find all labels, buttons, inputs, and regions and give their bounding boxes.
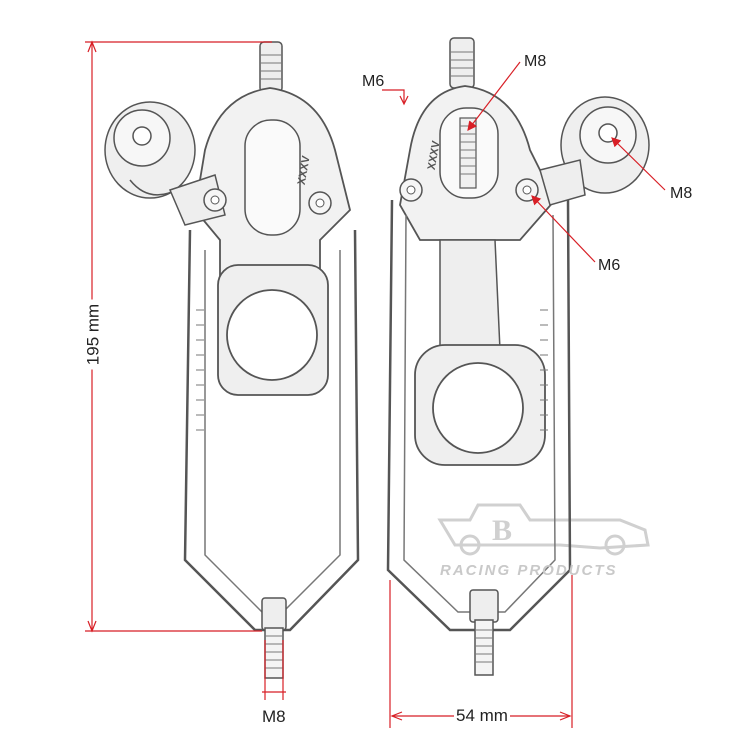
- left-bottom-bolt: [261, 597, 287, 631]
- callout-m6-right: M6: [598, 257, 621, 274]
- callout-m8-top: M8: [524, 53, 547, 70]
- height-dimension-label: 195 mm: [84, 299, 103, 370]
- watermark-logo: B: [437, 503, 650, 556]
- width-dimension-label: 54 mm: [454, 706, 510, 725]
- left-top-bolt: [259, 41, 283, 93]
- right-spool: [560, 96, 650, 194]
- svg-text:B: B: [492, 514, 512, 547]
- watermark-text: RACING PRODUCTS: [440, 562, 618, 579]
- right-bottom-bolt: [469, 589, 499, 623]
- left-spool: [104, 101, 196, 199]
- left-chain-adjuster: [104, 41, 360, 679]
- callout-m8-right: M8: [670, 185, 693, 202]
- right-chain-adjuster: [386, 37, 650, 676]
- right-top-bolt: [449, 37, 475, 89]
- callout-m6-top: M6: [362, 73, 385, 90]
- bottom-bolt-label: M8: [262, 707, 286, 726]
